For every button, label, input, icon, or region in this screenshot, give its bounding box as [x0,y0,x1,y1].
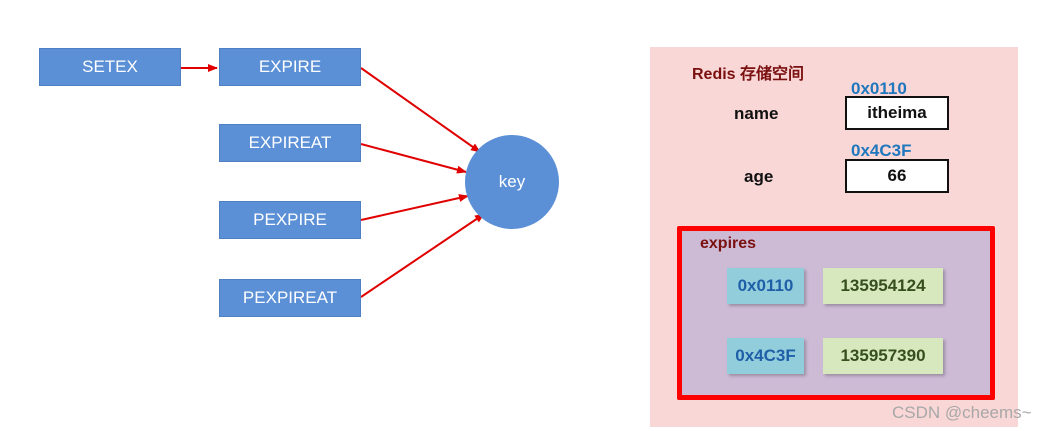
expires-address-2: 0x4C3F [727,338,804,374]
command-expire: EXPIRE [219,48,361,86]
age-value: 66 [845,159,949,193]
expires-title: expires [700,235,757,252]
command-pexpire: PEXPIRE [219,201,361,239]
arrow-pexpire-to-key [360,194,469,221]
name-label: name [734,104,779,123]
expires-value-1: 135954124 [823,268,943,304]
arrow-expireat-to-key [360,143,467,174]
expires-address-1: 0x0110 [727,268,804,304]
name-address: 0x0110 [851,79,907,98]
expires-value-2: 135957390 [823,338,943,374]
redis-storage-title: Redis 存储空间 [692,66,805,83]
csdn-watermark: CSDN @cheems~ [892,403,1032,422]
age-address: 0x4C3F [851,141,912,160]
age-label: age [744,167,774,186]
arrow-pexpireat-to-key [360,213,485,298]
name-value: itheima [845,96,949,130]
command-expireat: EXPIREAT [219,124,361,162]
command-setex: SETEX [39,48,181,86]
arrow-expire-to-key [360,67,481,153]
key-node: key [465,135,559,229]
command-pexpireat: PEXPIREAT [219,279,361,317]
